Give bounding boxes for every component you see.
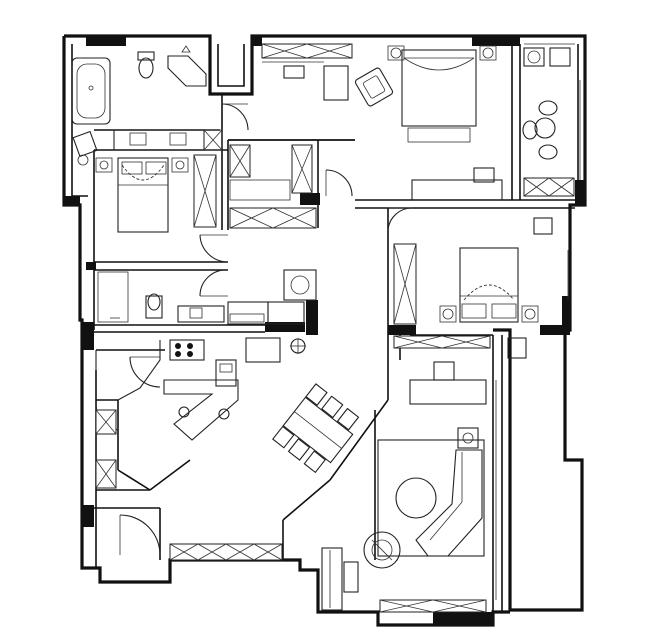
desk-living xyxy=(409,361,487,405)
nightstand-left xyxy=(95,157,189,173)
left-bedroom xyxy=(95,154,217,233)
fridge-cabinet xyxy=(95,409,117,489)
walk-in-closet xyxy=(229,144,317,229)
interior-walls xyxy=(93,44,575,612)
window-cabinet-top xyxy=(393,335,491,349)
king-bed xyxy=(401,49,477,143)
dresser xyxy=(262,61,349,101)
side-table xyxy=(457,427,479,449)
exterior-walls xyxy=(62,34,587,627)
living-room xyxy=(321,335,527,613)
lounge-chair xyxy=(354,67,394,107)
toilet xyxy=(137,51,155,79)
bathtub xyxy=(71,57,111,125)
stove xyxy=(169,339,205,361)
island-bar xyxy=(163,379,239,441)
l-sofa xyxy=(415,449,483,557)
master-bedroom xyxy=(228,43,503,201)
window-cabinet-bottom xyxy=(379,599,487,613)
nightstands-right xyxy=(439,305,539,323)
shower-corner xyxy=(167,45,207,87)
double-vanity xyxy=(113,129,223,151)
wardrobe-left xyxy=(193,154,217,228)
master-bathroom xyxy=(71,45,223,166)
kitchen xyxy=(95,339,239,489)
bed-right xyxy=(459,247,519,323)
structural-columns xyxy=(64,36,585,624)
nightstands-master xyxy=(387,45,497,61)
armchair-round xyxy=(363,531,401,569)
dining-table-set xyxy=(272,383,360,474)
desk-master xyxy=(411,167,503,201)
round-table-chairs xyxy=(522,100,558,160)
kitchen-counter xyxy=(95,340,237,401)
door-swings xyxy=(95,103,413,556)
bed-left xyxy=(117,157,169,233)
utility-area xyxy=(227,269,317,363)
guest-bath xyxy=(97,271,225,323)
coffee-table xyxy=(395,477,437,519)
plant-pot xyxy=(72,130,98,166)
wardrobe-right xyxy=(393,243,417,325)
tv-console xyxy=(321,547,359,611)
wardrobe-top xyxy=(261,43,353,59)
balcony-study xyxy=(522,43,581,197)
entry-shoe-cabinet xyxy=(169,543,283,561)
right-bedroom xyxy=(393,217,569,325)
